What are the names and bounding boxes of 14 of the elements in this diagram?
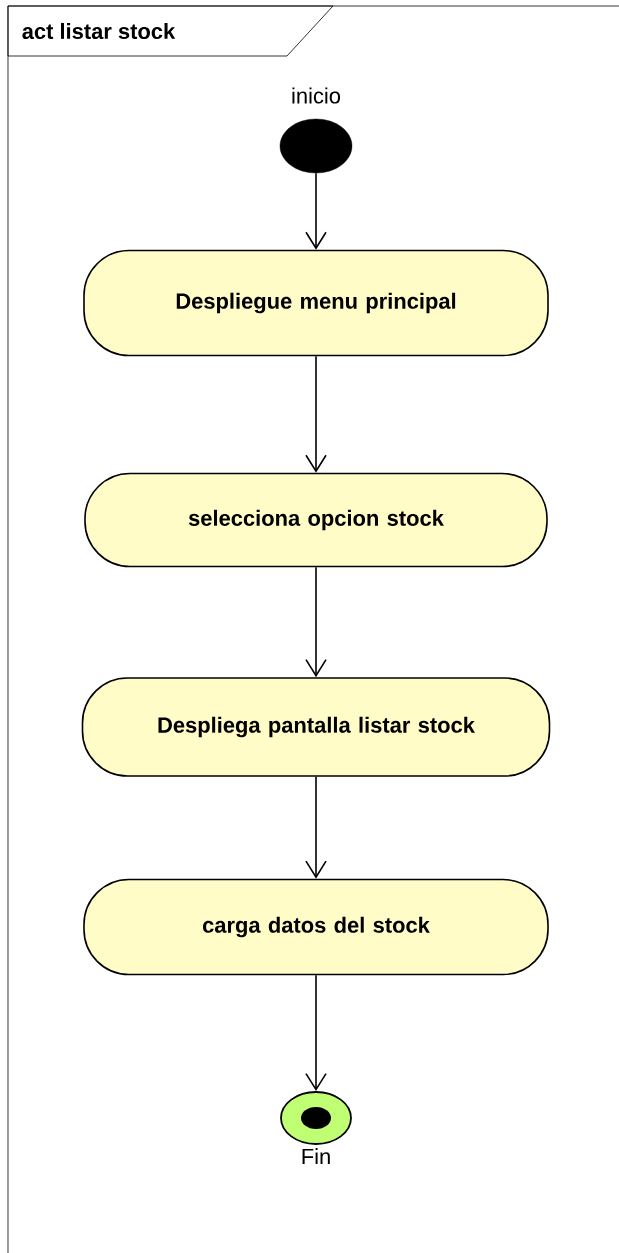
arrow [305, 974, 327, 1092]
final-node [280, 1091, 352, 1145]
frame-title: act listar stock [7, 5, 334, 57]
node-label: Fin [302, 1148, 330, 1164]
initial-node [279, 118, 353, 174]
action-box: carga datos del stock [83, 878, 549, 976]
arrow [305, 566, 327, 678]
arrow [305, 355, 327, 473]
action-box: Despliegue menu principal [83, 249, 549, 357]
action-box: Despliega pantalla listar stock [81, 677, 551, 777]
arrow [305, 172, 327, 250]
action-box: selecciona opcion stock [84, 472, 548, 568]
node-label: inicio [292, 87, 341, 104]
arrow [305, 776, 327, 879]
